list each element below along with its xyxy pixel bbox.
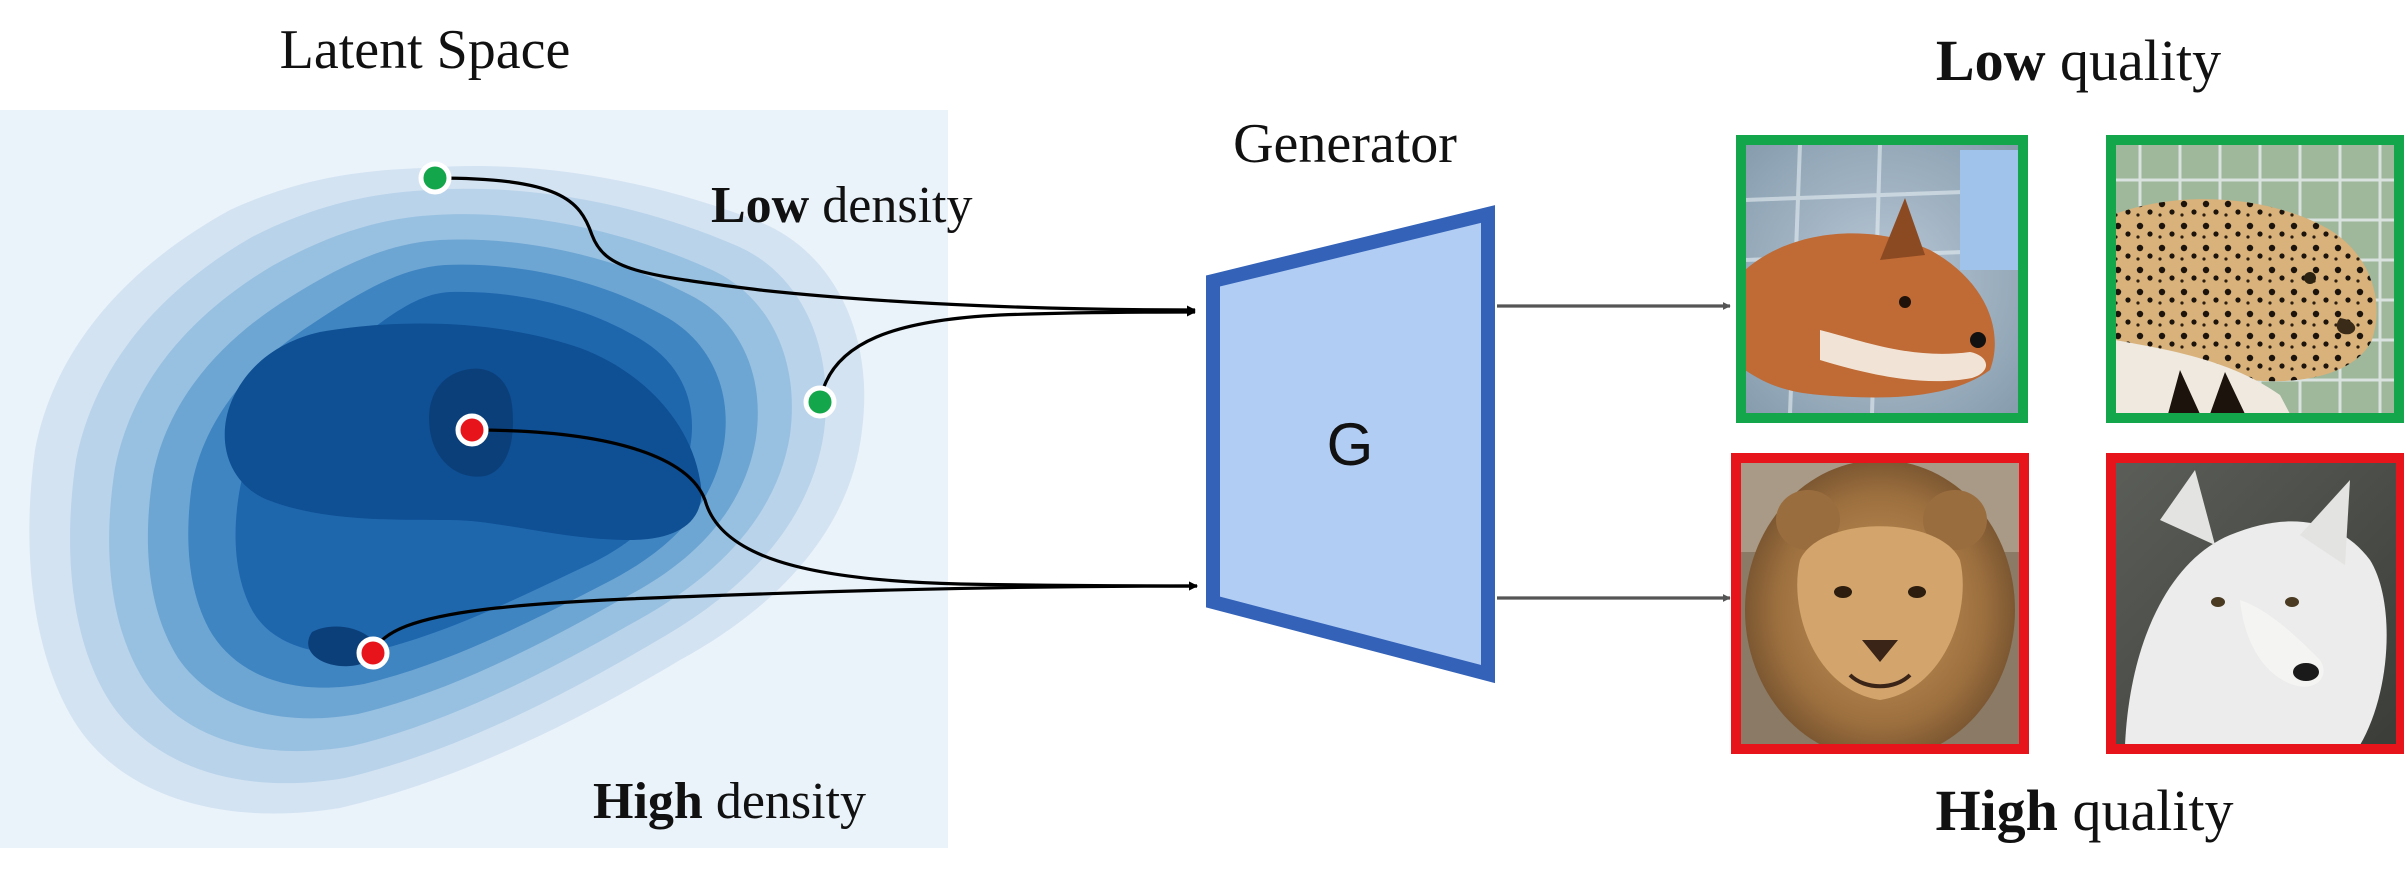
high-density-label-rest: density	[703, 773, 866, 830]
fox-image	[1736, 135, 2028, 423]
low-density-label-rest: density	[809, 177, 972, 234]
generator-to-output-arrows	[1497, 302, 1731, 602]
output-images: Low quality	[1731, 28, 2404, 843]
lion-frame	[1731, 453, 2029, 754]
fox-frame	[1736, 135, 2028, 423]
low-quality-label-rest: quality	[2045, 28, 2221, 93]
latent-space-panel: Latent Space Low density High density	[0, 19, 1198, 848]
arrow-low-density-top	[434, 176, 1196, 315]
low-quality-label-bold: Low	[1936, 28, 2046, 93]
low-quality-label: Low quality	[1834, 28, 2293, 93]
lion-image	[1731, 453, 2029, 754]
density-contours	[29, 165, 865, 814]
low-density-point-top	[418, 161, 452, 195]
high-quality-label: High quality	[1834, 778, 2306, 843]
generator-symbol: G	[1327, 411, 1374, 478]
high-density-label: High density	[502, 773, 931, 830]
high-quality-label-rest: quality	[2058, 778, 2234, 843]
latent-space-title: Latent Space	[280, 19, 571, 81]
latent-to-generator-arrows	[371, 176, 1198, 654]
high-quality-label-bold: High	[1935, 778, 2058, 843]
high-density-point-bottom	[356, 636, 390, 670]
high-density-point-top	[455, 413, 489, 447]
arrow-low-density-right	[818, 307, 1196, 403]
wolf-image	[2106, 453, 2404, 754]
generator-title: Generator	[1233, 113, 1457, 175]
low-density-label-bold: Low	[711, 177, 810, 234]
generator-block: Generator G	[1206, 113, 1495, 684]
leopard-image	[2106, 135, 2404, 423]
leopard-frame	[2106, 135, 2404, 423]
low-density-label: Low density	[620, 177, 1037, 234]
high-density-label-bold: High	[593, 773, 703, 830]
wolf-frame	[2106, 453, 2404, 754]
latent-points	[356, 161, 837, 670]
generator-trapezoid	[1206, 205, 1495, 684]
low-density-point-right	[803, 385, 837, 419]
arrow-high-density-bottom	[371, 581, 1198, 654]
